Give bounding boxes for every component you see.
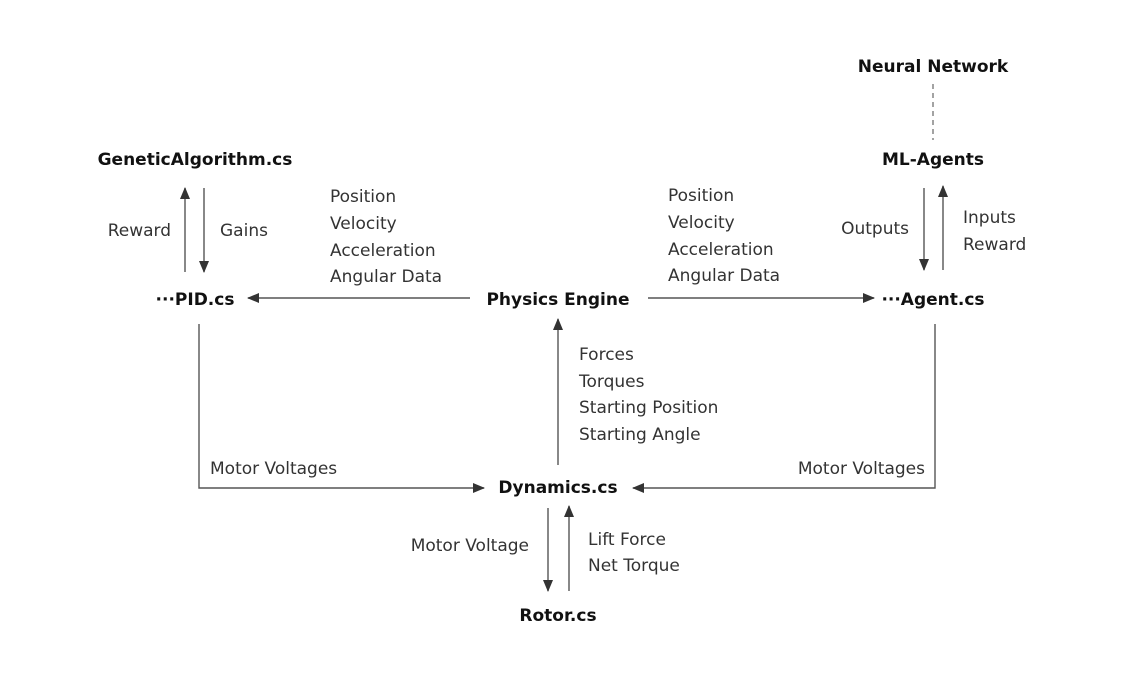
label-net-torque: Net Torque (588, 556, 680, 576)
label-physics-to-pid-velocity: Velocity (330, 214, 397, 234)
label-lift-force: Lift Force (588, 530, 666, 550)
node-dynamics: Dynamics.cs (498, 478, 617, 498)
label-starting-position: Starting Position (579, 398, 718, 418)
label-physics-to-agent-angular-data: Angular Data (668, 266, 780, 286)
arrow-pid-to-dynamics (198, 324, 485, 493)
label-reward: Reward (108, 221, 171, 241)
label-physics-to-pid-acceleration: Acceleration (330, 241, 436, 261)
label-physics-to-agent-acceleration: Acceleration (668, 240, 774, 260)
label-inputs: Inputs (963, 208, 1016, 228)
label-outputs: Outputs (841, 219, 909, 239)
label-physics-to-agent-position: Position (668, 186, 734, 206)
node-agent: ···Agent.cs (881, 290, 984, 310)
label-pid-motor-voltages: Motor Voltages (210, 459, 337, 479)
label-forces: Forces (579, 345, 634, 365)
arrow-agent-to-dynamics (632, 324, 936, 493)
node-rotor: Rotor.cs (519, 606, 596, 626)
node-genetic-algorithm: GeneticAlgorithm.cs (98, 150, 293, 170)
label-agent-motor-voltages: Motor Voltages (798, 459, 925, 479)
label-starting-angle: Starting Angle (579, 425, 701, 445)
label-physics-to-pid-position: Position (330, 187, 396, 207)
label-physics-to-agent-velocity: Velocity (668, 213, 735, 233)
node-neural-network: Neural Network (858, 57, 1009, 77)
label-gains: Gains (220, 221, 268, 241)
label-inputs-reward: Reward (963, 235, 1026, 255)
node-pid: ···PID.cs (156, 290, 235, 310)
label-physics-to-pid-angular-data: Angular Data (330, 267, 442, 287)
node-physics-engine: Physics Engine (486, 290, 629, 310)
label-torques: Torques (578, 372, 645, 392)
node-ml-agents: ML-Agents (882, 150, 984, 170)
label-motor-voltage: Motor Voltage (411, 536, 529, 556)
